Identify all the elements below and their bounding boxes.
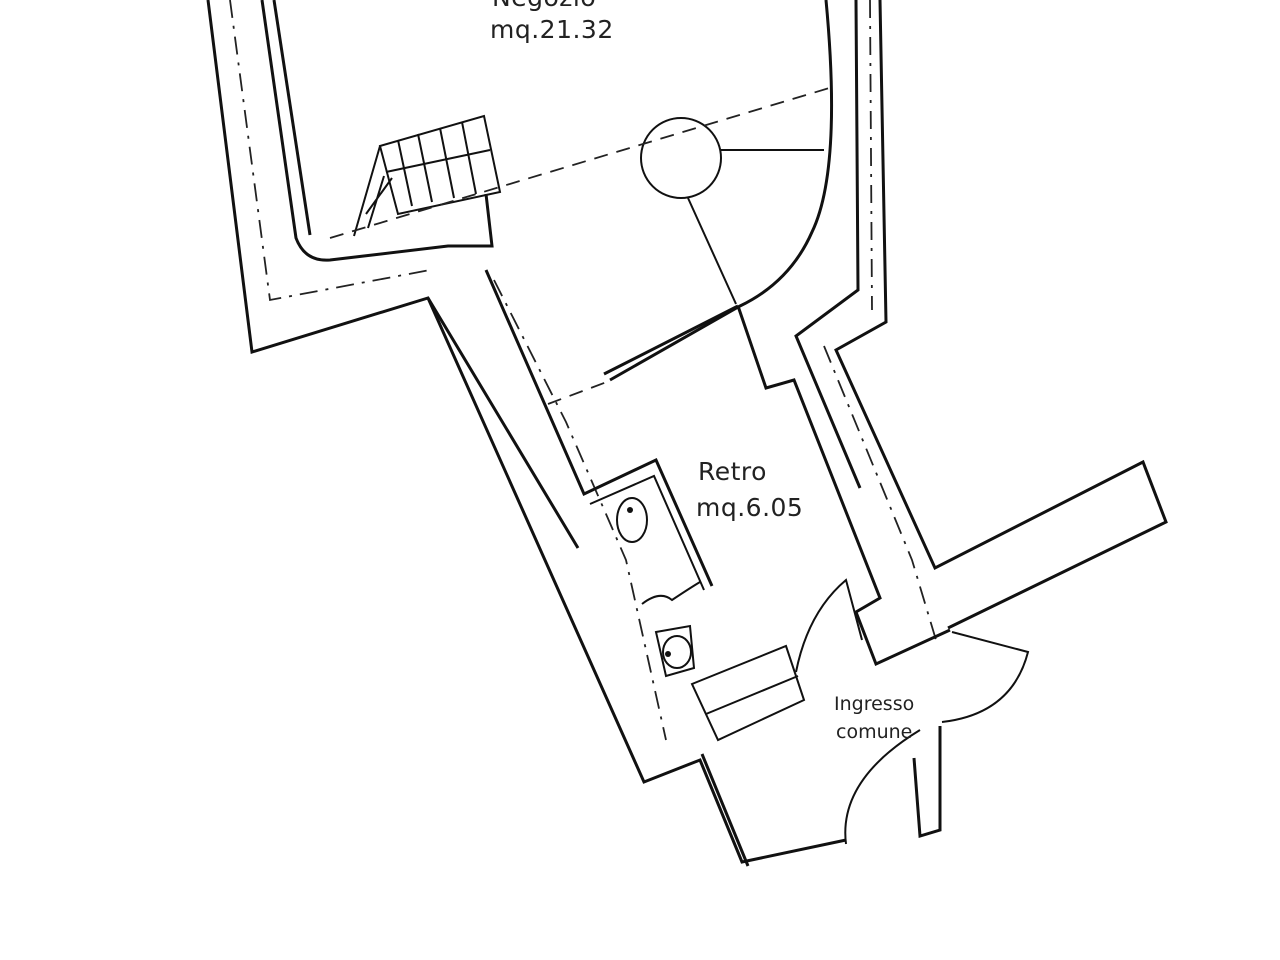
stair [353,114,502,237]
retro-walls [426,269,951,867]
spiral-stair [640,117,824,305]
boundary-lines [329,85,937,741]
ingresso-line1: Ingresso [834,693,914,715]
ingresso-line2: comune [836,721,912,743]
negozio-area: mq.21.32 [490,15,614,44]
negozio-name: Negozio [492,0,596,12]
negozio-walls [206,0,1168,630]
retro-area: mq.6.05 [696,493,803,522]
bathroom-fixtures [589,474,806,742]
retro-name: Retro [698,457,767,486]
doors [795,578,1030,845]
